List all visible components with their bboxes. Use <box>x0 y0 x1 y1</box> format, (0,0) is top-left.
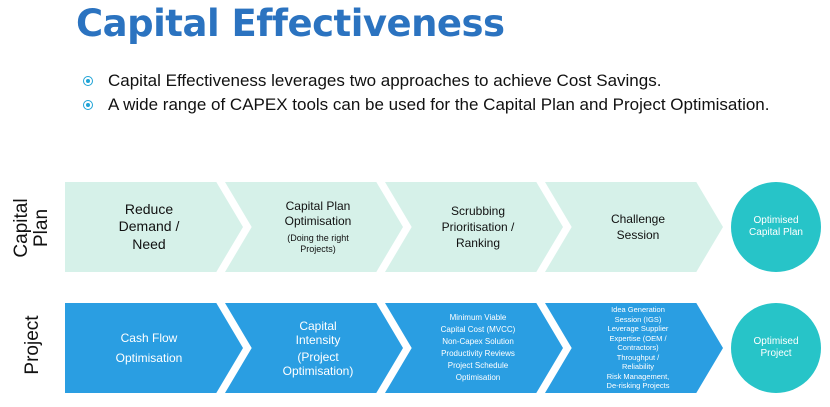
step-text: Capital Plan <box>285 199 351 213</box>
outcome-text: Optimised Capital Plan <box>749 215 803 238</box>
step-text: Capital Cost (MVCC) <box>440 325 516 334</box>
step-text: De-risking Projects <box>606 381 670 391</box>
step-text: Capital <box>299 318 337 333</box>
step-text: Session <box>616 228 660 242</box>
step-text: Need <box>132 235 166 252</box>
step-text: Session (IGS) <box>614 314 662 324</box>
step-subtext: (Doing the right <box>287 233 349 243</box>
step-text: Project Schedule <box>447 361 509 370</box>
step-subtext: Projects) <box>300 244 336 254</box>
step-text: Expertise (OEM / <box>609 333 667 343</box>
target-bullet-icon <box>83 100 93 110</box>
step-text: Throughput / <box>616 352 660 362</box>
step-text: Optimisation <box>115 351 183 365</box>
step-text: Contractors) <box>617 343 659 353</box>
step-text: Idea Generation <box>611 305 665 315</box>
step-text: Challenge <box>610 212 666 226</box>
bullet-item: Capital Effectiveness leverages two appr… <box>80 70 800 91</box>
bullet-item: A wide range of CAPEX tools can be used … <box>80 94 800 115</box>
chevron-idea-generation: Idea Generation Session (IGS) Leverage S… <box>545 303 723 393</box>
step-text: Optimisation) <box>282 363 354 378</box>
chevron-reduce-demand: Reduce Demand / Need <box>65 182 243 272</box>
step-text: Intensity <box>295 332 341 347</box>
chevron-cash-flow-optimisation: Cash Flow Optimisation <box>65 303 243 393</box>
step-text: Productivity Reviews <box>441 349 515 358</box>
row-label-project: Project <box>22 315 45 375</box>
chevron-capital-intensity: Capital Intensity (Project Optimisation) <box>225 303 403 393</box>
chevron-challenge-session: Challenge Session <box>545 182 723 272</box>
step-text: Optimisation <box>284 214 352 228</box>
step-text: Optimisation <box>455 373 501 382</box>
bullet-list: Capital Effectiveness leverages two appr… <box>80 70 800 118</box>
target-bullet-icon <box>83 76 93 86</box>
row-label-line: Capital <box>11 198 32 258</box>
row-label-line: Project <box>22 315 43 375</box>
step-text: Risk Management, <box>606 371 670 381</box>
step-text: Reduce <box>124 200 174 217</box>
page-title: Capital Effectiveness <box>76 2 505 45</box>
step-text: Non-Capex Solution <box>442 337 514 346</box>
chevron-mvcc: Minimum Viable Capital Cost (MVCC) Non-C… <box>385 303 563 393</box>
step-text: (Project <box>297 349 339 364</box>
step-text: Prioritisation / <box>441 220 515 234</box>
step-text: Minimum Viable <box>449 313 507 322</box>
chevron-capital-plan-optimisation: Capital Plan Optimisation (Doing the rig… <box>225 182 403 272</box>
bullet-text: Capital Effectiveness leverages two appr… <box>108 71 662 90</box>
row-label-capital-plan: Capital Plan <box>11 198 56 258</box>
step-text: Leverage Supplier <box>607 324 669 334</box>
step-text: Demand / <box>118 218 180 235</box>
outcome-optimised-project: Optimised Project <box>731 303 821 393</box>
step-text: Cash Flow <box>120 331 178 345</box>
bullet-text: A wide range of CAPEX tools can be used … <box>108 95 770 114</box>
row-label-line: Plan <box>31 208 52 248</box>
outcome-optimised-capital-plan: Optimised Capital Plan <box>731 182 821 272</box>
chevron-scrubbing: Scrubbing Prioritisation / Ranking <box>385 182 563 272</box>
step-text: Reliability <box>621 362 655 372</box>
step-text: Scrubbing <box>450 204 506 218</box>
outcome-text: Optimised Project <box>753 336 799 359</box>
step-text: Ranking <box>455 236 500 250</box>
